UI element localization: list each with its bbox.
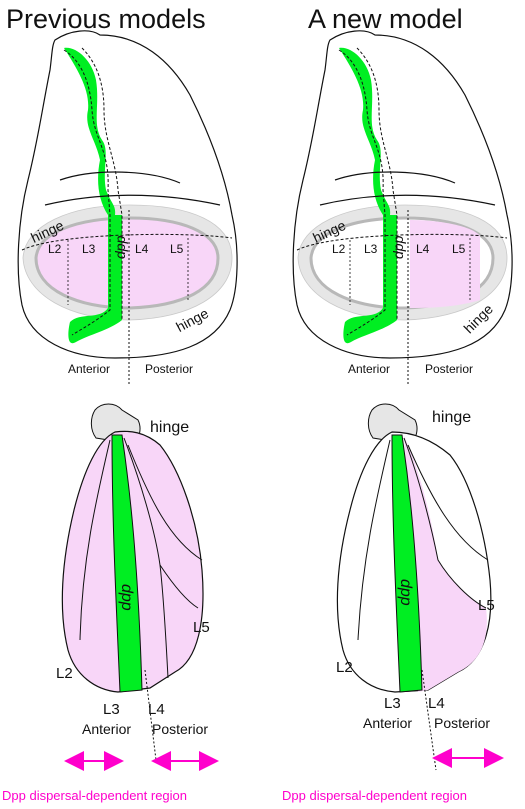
right-wing-label-l5: L5 [478,597,495,614]
left-wing-label-hinge: hinge [150,419,189,436]
right-wing-label-l2: L2 [336,659,353,676]
right-posterior-pink [410,220,480,308]
right-label-dpp: dpp [390,235,406,259]
left-wing-label-dpp: dpp [118,584,135,611]
right-wing-label-l4: L4 [428,695,445,712]
right-adult-wing: hinge dpp L2 L3 L4 L5 Anterior Posterior [336,404,495,770]
left-wing-label-posterior: Posterior [152,721,208,737]
left-label-l3: L3 [82,242,96,256]
right-label-posterior: Posterior [425,362,473,376]
left-label-posterior: Posterior [145,362,193,376]
right-label-l4: L4 [416,242,430,256]
caption-left: Dpp dispersal-dependent region [2,788,187,803]
left-wing-label-l4: L4 [148,701,165,718]
left-label-dpp: dpp [112,235,128,259]
right-label-l5: L5 [452,242,466,256]
caption-right: Dpp dispersal-dependent region [282,788,467,803]
right-label-anterior: Anterior [348,362,390,376]
right-wing-label-hinge: hinge [432,409,471,426]
left-label-l4: L4 [135,242,149,256]
right-wing-label-l3: L3 [384,695,401,712]
right-wing-label-dpp: dpp [397,579,414,606]
left-label-anterior: Anterior [68,362,110,376]
right-wing-label-posterior: Posterior [434,715,490,731]
right-wing-disc: hinge hinge L2 L3 dpp L4 L5 Anterior Pos… [293,31,512,385]
left-adult-wing: hinge dpp L2 L3 L4 L5 Anterior Posterior [56,404,210,760]
left-label-l2: L2 [48,242,62,256]
right-wing-label-anterior: Anterior [363,715,412,731]
right-label-l2: L2 [332,242,346,256]
left-label-l5: L5 [170,242,184,256]
left-wing-label-anterior: Anterior [82,721,131,737]
left-wing-disc: hinge hinge L2 L3 dpp L4 L5 Anterior Pos… [18,31,237,385]
left-wing-label-l2: L2 [56,665,73,682]
left-wing-label-l3: L3 [103,701,120,718]
left-wing-label-l5: L5 [193,619,210,636]
right-label-l3: L3 [364,242,378,256]
